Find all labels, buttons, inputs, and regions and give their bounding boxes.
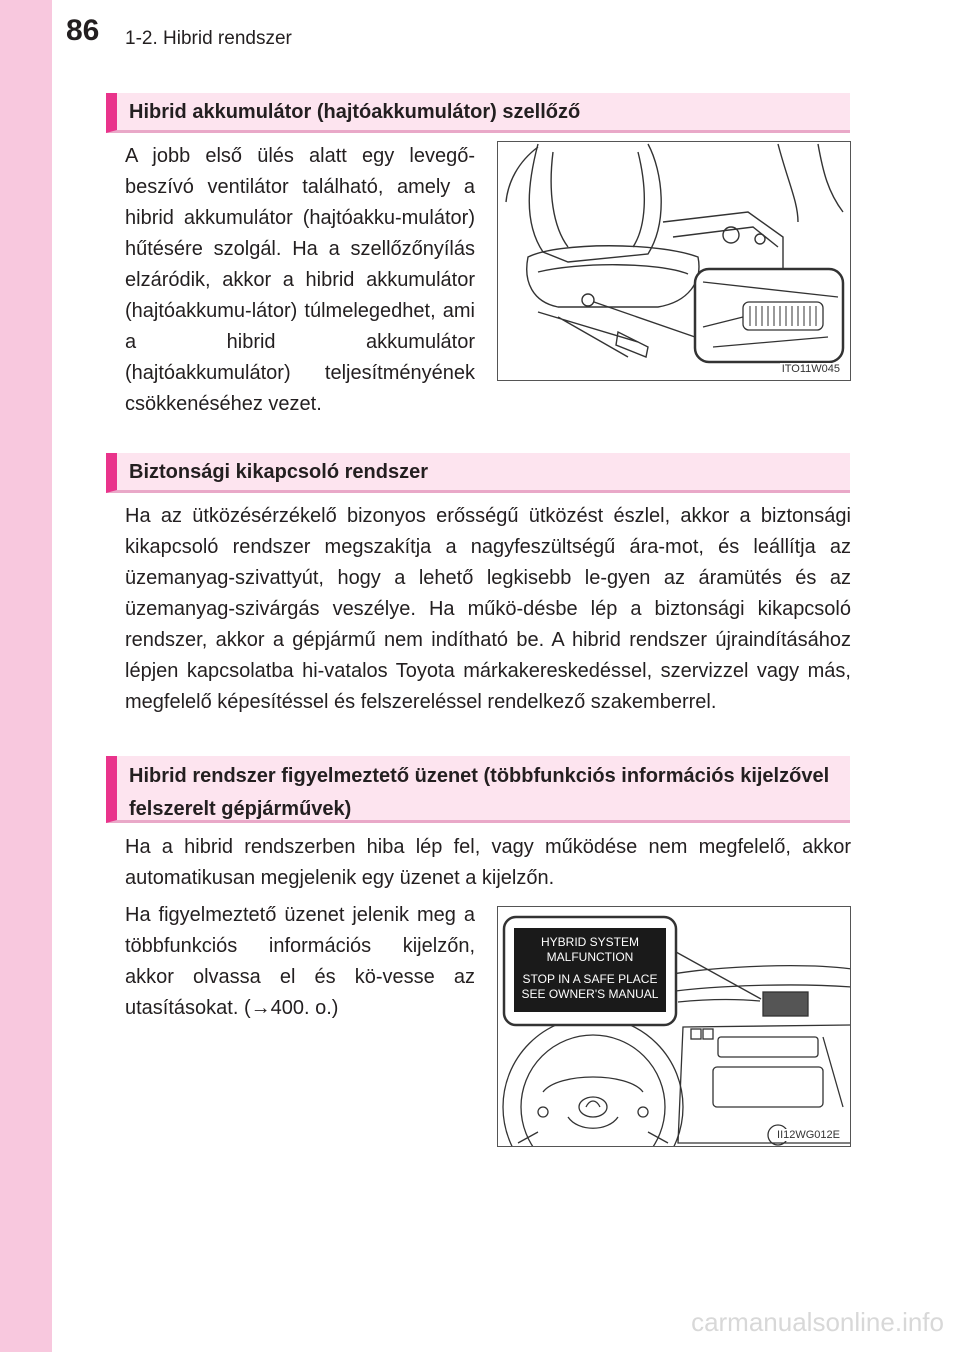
page-edge-tab	[0, 0, 52, 1352]
heading-safety-shutoff: Biztonsági kikapcsoló rendszer	[106, 453, 850, 493]
figure-code: II12WG012E	[775, 1129, 842, 1141]
warning-instruction-text: Ha figyelmeztető üzenet jelenik meg a tö…	[125, 904, 475, 1019]
battery-vent-text: A jobb első ülés alatt egy levegő-beszív…	[125, 145, 475, 415]
figure-code: ITO11W045	[779, 363, 842, 375]
dashboard-illustration: HYBRID SYSTEM MALFUNCTION STOP IN A SAFE…	[497, 906, 851, 1147]
display-line-1: HYBRID SYSTEM	[540, 935, 639, 949]
display-line-3: STOP IN A SAFE PLACE	[522, 972, 658, 986]
display-line-4: SEE OWNER'S MANUAL	[521, 987, 659, 1001]
safety-shutoff-text: Ha az ütközésérzékelő bizonyos erősségű …	[125, 505, 851, 713]
page-number: 86	[66, 14, 100, 47]
running-header: 1-2. Hibrid rendszer	[125, 28, 292, 49]
watermark: carmanualsonline.info	[691, 1307, 944, 1337]
heading-warning-message: Hibrid rendszer figyelmeztető üzenet (tö…	[106, 756, 850, 823]
seat-vent-drawing	[505, 143, 845, 364]
battery-vent-illustration: ITO11W045	[497, 141, 851, 381]
warning-message-text: Ha a hibrid rendszerben hiba lép fel, va…	[125, 836, 851, 889]
display-line-2: MALFUNCTION	[546, 950, 634, 964]
heading-battery-vent: Hibrid akkumulátor (hajtóakkumulátor) sz…	[106, 93, 850, 133]
warning-display-screen: HYBRID SYSTEM MALFUNCTION STOP IN A SAFE…	[514, 928, 666, 1012]
